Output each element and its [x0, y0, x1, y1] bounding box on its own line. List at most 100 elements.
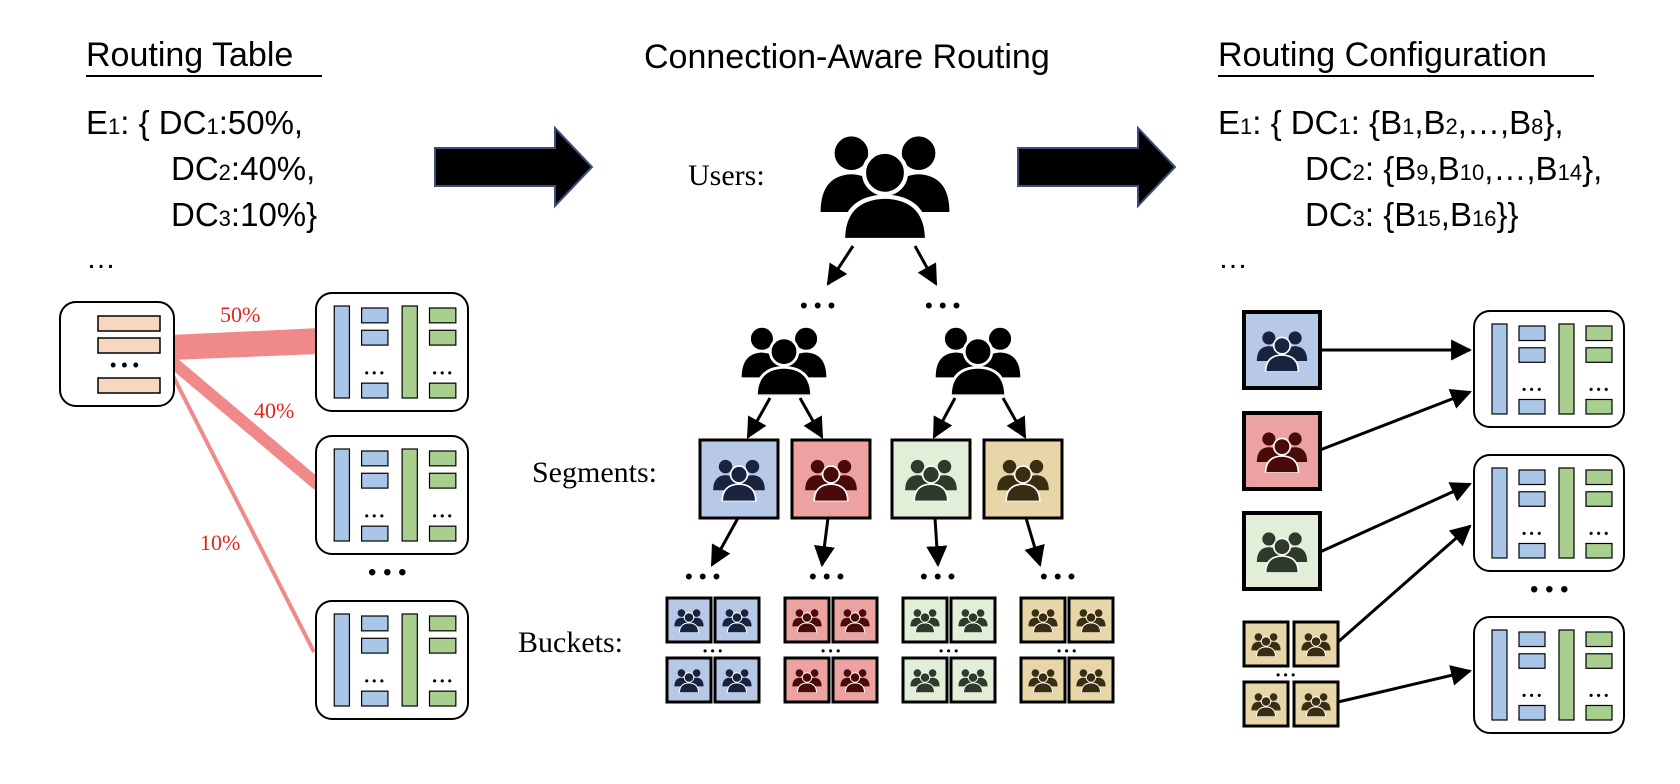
bucket [831, 656, 879, 704]
bucket-group-3: • • • [901, 596, 997, 704]
svg-text:• • •: • • • [1589, 382, 1608, 396]
svg-text:• • •: • • • [433, 366, 452, 380]
users-arrow-left [826, 245, 855, 286]
segments-label: Segments: [532, 456, 657, 489]
bucket [831, 596, 879, 644]
bucket [1067, 656, 1115, 704]
buckets-label: Buckets: [518, 626, 623, 659]
traffic-label-50: 50% [220, 302, 260, 327]
connection-aware-routing-panel: Connection-Aware Routing Users: • • • • … [518, 38, 1115, 704]
right-datacenter-1: • • • • • • [1473, 310, 1625, 428]
group-arrow-4 [1001, 397, 1027, 439]
segments [698, 438, 1064, 520]
bucket [665, 596, 713, 644]
segment-1 [698, 438, 780, 520]
right-datacenter-2: • • • • • • [1473, 454, 1625, 572]
svg-text:• • •: • • • [110, 355, 139, 375]
bucket [1067, 596, 1115, 644]
mapping-arrow-2 [1319, 389, 1472, 452]
segment-3 [890, 438, 972, 520]
user-group-icon-right [936, 328, 1021, 396]
routing-configuration-panel: Routing Configuration E1: { DC1: {B1,B2,… [1218, 36, 1625, 734]
left-datacenter-2: • • • • • • [315, 435, 469, 555]
svg-text:• • •: • • • [1522, 526, 1541, 540]
user-group-icon-left [742, 328, 827, 396]
segment-dots-1: • • • [685, 564, 720, 589]
bucket [1242, 680, 1290, 728]
svg-text:• • •: • • • [365, 366, 384, 380]
routing-table-title: Routing Table [86, 36, 293, 74]
routing-config-line-1: E1: { DC1: {B1,B2,…,B8}, [1218, 104, 1564, 141]
svg-text:• • •: • • • [1522, 382, 1541, 396]
users-dots-left: • • • [800, 293, 835, 318]
svg-text:• • •: • • • [703, 644, 722, 658]
traffic-label-10: 10% [200, 530, 240, 555]
group-arrow-3 [932, 397, 957, 439]
group-arrow-2 [798, 397, 824, 439]
mapping-arrow-3 [1319, 482, 1472, 554]
left-datacenter-3: • • • • • • [315, 600, 469, 720]
svg-text:• • •: • • • [1522, 688, 1541, 702]
bucket [1242, 620, 1290, 668]
bucket [1019, 656, 1067, 704]
bucket [901, 596, 949, 644]
routing-table-line-3: DC3:10%} [171, 196, 317, 233]
users-arrow-right [913, 245, 938, 286]
bucket-group-1: • • • [665, 596, 761, 704]
segment-arrow-2 [813, 517, 835, 568]
endpoint-box: • • • [59, 301, 175, 407]
bucket [713, 596, 761, 644]
svg-text:• • •: • • • [1057, 644, 1076, 658]
right-dc-ellipsis: • • • [1530, 576, 1569, 603]
svg-text:• • •: • • • [365, 509, 384, 523]
traffic-link-10 [168, 369, 316, 653]
segment-dots-3: • • • [920, 564, 955, 589]
bucket [949, 596, 997, 644]
routing-config-line-3: DC3: {B15,B16}} [1305, 196, 1519, 233]
routing-table-line-2: DC2:40%, [171, 150, 315, 187]
left-datacenter-1: • • • • • • [315, 292, 469, 412]
right-datacenter-3: • • •• • • [1473, 616, 1625, 734]
svg-text:• • •: • • • [1276, 668, 1295, 682]
svg-text:• • •: • • • [821, 644, 840, 658]
traffic-link-40 [166, 355, 322, 490]
right-segment-blue [1242, 310, 1322, 390]
bucket [713, 656, 761, 704]
flow-arrow-right [1017, 125, 1177, 209]
users-dots-right: • • • [925, 293, 960, 318]
routing-config-ellipsis: … [1218, 242, 1248, 275]
segment-arrow-4 [1024, 517, 1045, 568]
segment-dots-2: • • • [809, 564, 844, 589]
svg-text:• • •: • • • [365, 674, 384, 688]
svg-text:• • •: • • • [433, 674, 452, 688]
flow-arrow-left [434, 125, 594, 209]
mapping-arrow-4 [1337, 524, 1472, 644]
bucket-group-2: • • • [783, 596, 879, 704]
segment-2 [790, 438, 872, 520]
segment-4 [982, 438, 1064, 520]
traffic-link-50 [170, 328, 320, 360]
bucket [665, 656, 713, 704]
bucket [901, 656, 949, 704]
svg-text:• • •: • • • [1589, 526, 1608, 540]
bucket [1292, 680, 1340, 728]
routing-table-panel: Routing Table E1: { DC1:50%, DC2:40%, DC… [59, 36, 469, 720]
bucket [949, 656, 997, 704]
bucket [783, 656, 831, 704]
segment-arrow-1 [710, 517, 740, 567]
right-segment-green [1242, 511, 1322, 591]
traffic-label-40: 40% [254, 398, 294, 423]
right-bucket-group: • • • [1242, 620, 1340, 728]
right-segment-red [1242, 411, 1322, 491]
bucket-group-4: • • • [1019, 596, 1115, 704]
routing-config-line-2: DC2: {B9,B10,…,B14}, [1305, 150, 1602, 187]
buckets: • • • • • • • • • • • • [665, 596, 1115, 704]
right-mapping: • • • • • • • • • • • • • • • • • • • • • [1242, 310, 1625, 734]
routing-table-line-1: E1: { DC1:50%, [86, 104, 303, 141]
segment-arrow-3 [926, 517, 948, 568]
left-dc-ellipsis: • • • [368, 559, 407, 586]
segment-dots-4: • • • [1040, 564, 1075, 589]
svg-text:• • •: • • • [939, 644, 958, 658]
svg-text:• • •: • • • [433, 509, 452, 523]
